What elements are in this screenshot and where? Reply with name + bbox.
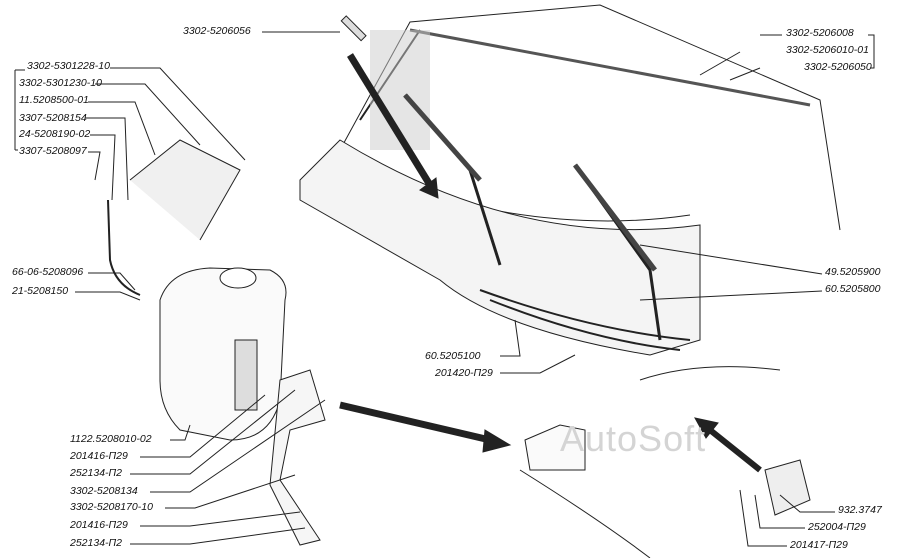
part-label: 201417-П29 [790, 539, 848, 551]
part-label: 1122.5208010-02 [70, 433, 152, 445]
washer-nozzle [129, 139, 241, 241]
part-label: 3302-5206050 [804, 61, 872, 73]
part-label: 252134-П2 [70, 537, 122, 549]
fender-edge [639, 366, 781, 381]
washer-pump [764, 459, 811, 516]
part-label: 3307-5208154 [19, 112, 87, 124]
part-label: 3302-5206008 [786, 27, 854, 39]
cowl-panel [299, 139, 701, 356]
washer-reservoir [159, 267, 287, 441]
part-label: 3302-5206056 [183, 25, 251, 37]
arrows [339, 15, 762, 473]
part-label: 3302-5301230-10 [19, 77, 102, 89]
part-label: 3307-5208097 [19, 145, 87, 157]
reservoir-bracket [269, 369, 326, 546]
reservoir-location [524, 424, 586, 471]
part-label: 3302-5301228-10 [27, 60, 110, 72]
part-label: 49.5205900 [825, 266, 881, 278]
hood-edge [519, 469, 651, 558]
wiper-arms [403, 93, 662, 341]
part-label: 3302-5208134 [70, 485, 138, 497]
part-label: 932.3747 [838, 504, 882, 516]
part-label: 11.5208500-01 [19, 94, 89, 106]
leader-lines [14, 31, 875, 547]
part-label: 60.5205800 [825, 283, 881, 295]
watermark: AutoSoft [560, 418, 707, 459]
part-label: 3302-5208170-10 [70, 501, 153, 513]
part-label: 201416-П29 [70, 450, 128, 462]
part-label: 3302-5206010-01 [786, 44, 869, 56]
part-label: 201420-П29 [435, 367, 493, 379]
part-label: 252004-П29 [808, 521, 866, 533]
part-label: 60.5205100 [425, 350, 481, 362]
washer-hose [107, 199, 141, 296]
part-label: 252134-П2 [70, 467, 122, 479]
part-label: 66-06-5208096 [12, 266, 84, 278]
part-label: 21-5208150 [12, 285, 69, 297]
part-label: 24-5208190-02 [19, 128, 91, 140]
part-label: 201416-П29 [70, 519, 128, 531]
